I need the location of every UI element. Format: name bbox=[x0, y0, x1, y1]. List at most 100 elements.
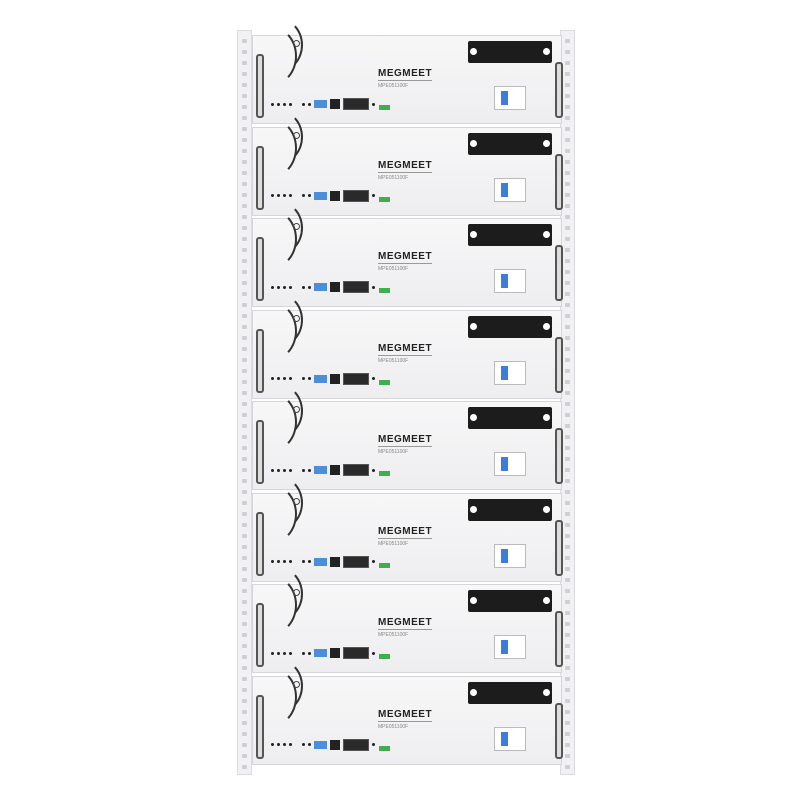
dry-contact-terminal[interactable] bbox=[379, 654, 390, 659]
right-handle[interactable] bbox=[555, 702, 563, 759]
power-button[interactable] bbox=[308, 194, 311, 197]
rj45-port[interactable] bbox=[330, 465, 340, 475]
power-button[interactable] bbox=[308, 651, 311, 655]
rail-hole bbox=[242, 556, 247, 560]
dip-switch[interactable] bbox=[314, 649, 327, 657]
rj45-port[interactable] bbox=[330, 190, 340, 201]
rs485-port[interactable] bbox=[343, 98, 369, 110]
port-panel bbox=[271, 98, 375, 110]
circuit-breaker[interactable] bbox=[494, 269, 526, 293]
right-handle[interactable] bbox=[555, 519, 563, 576]
power-button[interactable] bbox=[308, 377, 311, 380]
reset-button[interactable] bbox=[302, 194, 305, 197]
right-handle[interactable] bbox=[555, 245, 563, 301]
breaker-switch[interactable] bbox=[501, 274, 508, 288]
power-connector[interactable] bbox=[468, 590, 552, 612]
reset-button[interactable] bbox=[302, 102, 305, 106]
reset-button[interactable] bbox=[302, 651, 305, 655]
rj45-port[interactable] bbox=[330, 373, 340, 384]
circuit-breaker[interactable] bbox=[494, 452, 526, 476]
reset-button[interactable] bbox=[302, 285, 305, 289]
right-handle[interactable] bbox=[555, 336, 563, 393]
rail-hole bbox=[242, 600, 247, 604]
circuit-breaker[interactable] bbox=[494, 726, 526, 751]
cable-arc bbox=[245, 300, 297, 361]
dip-switch[interactable] bbox=[314, 283, 327, 291]
rs485-port[interactable] bbox=[343, 281, 369, 293]
dry-contact-terminal[interactable] bbox=[379, 471, 390, 476]
cable-arc bbox=[255, 109, 303, 164]
rail-hole bbox=[242, 666, 247, 670]
rs485-port[interactable] bbox=[343, 189, 369, 202]
breaker-switch[interactable] bbox=[501, 365, 508, 380]
rs485-port[interactable] bbox=[343, 647, 369, 659]
breaker-switch[interactable] bbox=[501, 640, 508, 654]
rj45-port[interactable] bbox=[330, 739, 340, 750]
dip-switch[interactable] bbox=[314, 466, 327, 474]
rj45-port[interactable] bbox=[330, 99, 340, 109]
right-handle[interactable] bbox=[555, 428, 563, 484]
breaker-switch[interactable] bbox=[501, 91, 508, 105]
dip-switch[interactable] bbox=[314, 374, 327, 383]
dip-switch[interactable] bbox=[314, 191, 327, 200]
rs485-port[interactable] bbox=[343, 464, 369, 476]
breaker-switch[interactable] bbox=[501, 457, 508, 471]
dry-contact-terminal[interactable] bbox=[379, 196, 390, 202]
dry-contact-terminal[interactable] bbox=[379, 745, 390, 751]
reset-button[interactable] bbox=[302, 743, 305, 746]
right-handle[interactable] bbox=[555, 611, 563, 667]
rs485-port[interactable] bbox=[343, 738, 369, 751]
rail-hole bbox=[565, 534, 570, 538]
breaker-switch[interactable] bbox=[501, 731, 508, 746]
circuit-breaker[interactable] bbox=[494, 360, 526, 385]
right-handle[interactable] bbox=[555, 62, 563, 118]
rj45-port[interactable] bbox=[330, 282, 340, 292]
rail-hole bbox=[565, 688, 570, 692]
rail-hole bbox=[565, 666, 570, 670]
breaker-switch[interactable] bbox=[501, 548, 508, 563]
rj45-port[interactable] bbox=[330, 556, 340, 567]
dip-switch[interactable] bbox=[314, 100, 327, 108]
rail-hole bbox=[242, 688, 247, 692]
right-handle[interactable] bbox=[555, 153, 563, 210]
circuit-breaker[interactable] bbox=[494, 86, 526, 110]
ground-screw bbox=[372, 377, 375, 380]
circuit-breaker[interactable] bbox=[494, 177, 526, 202]
power-button[interactable] bbox=[308, 560, 311, 563]
battery-module: MEGMEET MPE051100F bbox=[252, 475, 563, 582]
reset-button[interactable] bbox=[302, 377, 305, 380]
power-button[interactable] bbox=[308, 102, 311, 106]
power-connector[interactable] bbox=[468, 315, 552, 338]
power-button[interactable] bbox=[308, 743, 311, 746]
rail-hole bbox=[565, 490, 570, 494]
ground-screw bbox=[372, 468, 375, 472]
rs485-port[interactable] bbox=[343, 555, 369, 568]
model-number: MPE051100F bbox=[378, 449, 409, 455]
breaker-switch[interactable] bbox=[501, 182, 508, 197]
power-connector[interactable] bbox=[468, 681, 552, 704]
rail-hole bbox=[565, 765, 570, 769]
dry-contact-terminal[interactable] bbox=[379, 379, 390, 385]
circuit-breaker[interactable] bbox=[494, 543, 526, 568]
rs485-port[interactable] bbox=[343, 372, 369, 385]
power-connector[interactable] bbox=[468, 498, 552, 521]
dry-contact-terminal[interactable] bbox=[379, 105, 390, 110]
power-connector[interactable] bbox=[468, 407, 552, 429]
power-connector[interactable] bbox=[468, 132, 552, 155]
rail-hole bbox=[565, 545, 570, 549]
rail-hole bbox=[565, 259, 570, 263]
power-connector[interactable] bbox=[468, 224, 552, 246]
circuit-breaker[interactable] bbox=[494, 635, 526, 659]
reset-button[interactable] bbox=[302, 560, 305, 563]
dip-switch[interactable] bbox=[314, 740, 327, 749]
dry-contact-terminal[interactable] bbox=[379, 288, 390, 293]
rj45-port[interactable] bbox=[330, 648, 340, 658]
dip-switch[interactable] bbox=[314, 557, 327, 566]
dry-contact-terminal[interactable] bbox=[379, 562, 390, 568]
rail-hole bbox=[242, 523, 247, 527]
reset-button[interactable] bbox=[302, 468, 305, 472]
power-connector[interactable] bbox=[468, 41, 552, 63]
cable-arc bbox=[245, 26, 297, 86]
power-button[interactable] bbox=[308, 468, 311, 472]
power-button[interactable] bbox=[308, 285, 311, 289]
